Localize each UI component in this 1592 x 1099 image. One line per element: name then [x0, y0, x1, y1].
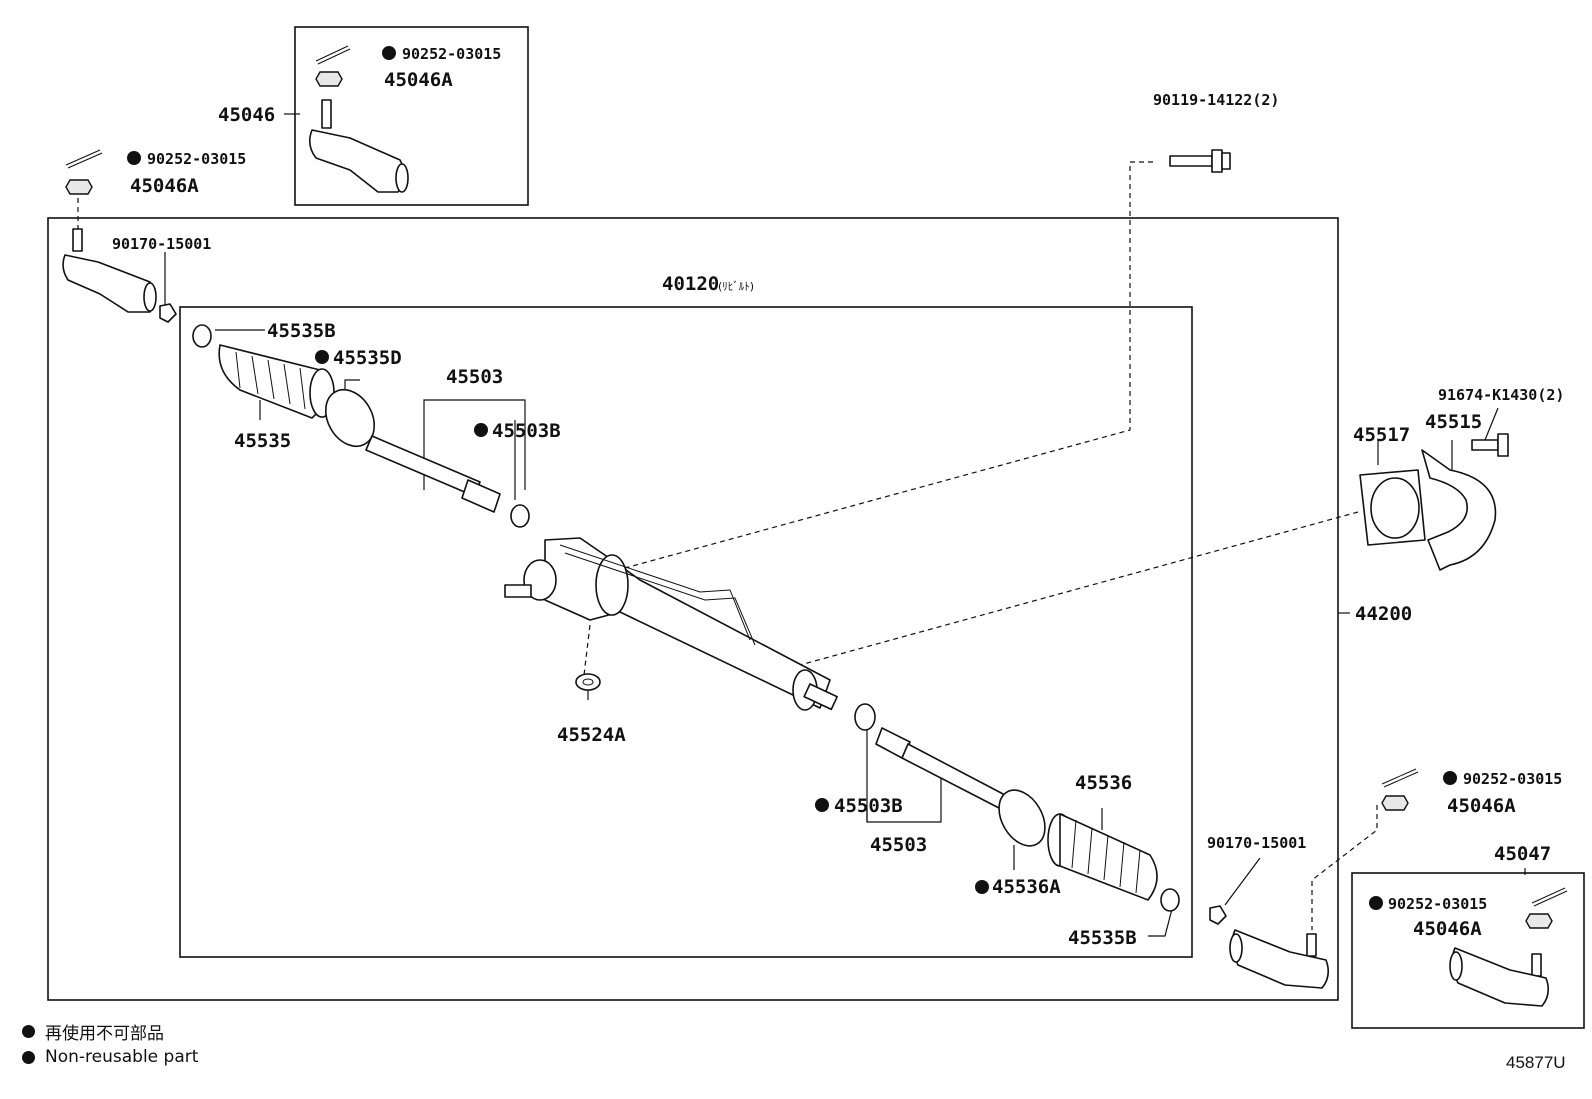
label-clip-right: 90170-15001 — [1207, 834, 1306, 852]
drawing-id: 45877U — [1506, 1053, 1566, 1072]
castle-nut-left — [65, 179, 93, 195]
assembly-frame-44200 — [47, 217, 1339, 1001]
label-bolt-bracket: 91674-K1430(2) — [1438, 386, 1564, 404]
label-nut-bottom-box: 45046A — [1413, 918, 1482, 940]
non-reusable-dots — [127, 46, 1457, 910]
label-rack-rebuilt: 40120 — [662, 273, 719, 295]
label-clip-left: 90170-15001 — [112, 235, 211, 253]
label-box-45047: 45047 — [1494, 843, 1551, 865]
clip-left-icon — [159, 303, 177, 323]
label-clamp-left: 45535B — [267, 320, 336, 342]
tie-rod-end-left — [62, 228, 157, 313]
tie-rod-left — [365, 435, 530, 528]
legend-text-jp: 再使用不可部品 — [45, 1023, 164, 1044]
label-bracket: 45515 — [1425, 411, 1482, 433]
label-clip-a: 45536A — [992, 876, 1061, 898]
label-cotter-bottom-box: 90252-03015 — [1388, 895, 1487, 913]
label-nut-left: 45046A — [130, 175, 199, 197]
label-boot-left: 45535 — [234, 430, 291, 452]
non-reusable-dot-icon — [22, 1024, 35, 1038]
tie-rod-right — [854, 703, 1006, 809]
legend-row-jp: 再使用不可部品 — [22, 1018, 198, 1044]
rack-frame-40120 — [179, 306, 1193, 958]
label-bushing: 45517 — [1353, 424, 1410, 446]
label-bolt-top: 90119-14122(2) — [1153, 91, 1279, 109]
bracket-45515 — [1421, 449, 1497, 571]
bolt-bracket — [1471, 433, 1509, 457]
cotter-pin-box-45046 — [315, 45, 351, 65]
label-clamp-right: 45535B — [1068, 927, 1137, 949]
castle-nut-right — [1381, 795, 1409, 811]
tie-rod-end-box-45046 — [308, 99, 409, 193]
guide-right-tie-end — [1311, 805, 1378, 930]
guide-bolt-top — [624, 161, 1153, 569]
legend: 再使用不可部品 Non-reusable part — [22, 1018, 198, 1070]
bushing-45517 — [1359, 469, 1426, 546]
label-ring: 45524A — [557, 724, 626, 746]
guide-bushing — [799, 511, 1359, 666]
ring-45524a — [575, 673, 601, 691]
label-tie-rod-bottom: 45503 — [870, 834, 927, 856]
label-clip-d: 45535D — [333, 347, 402, 369]
non-reusable-dot-icon — [22, 1050, 35, 1064]
label-assembly: 44200 — [1355, 603, 1412, 625]
legend-row-en: Non-reusable part — [22, 1044, 198, 1070]
label-cotter-right: 90252-03015 — [1463, 770, 1562, 788]
box-45047 — [1351, 872, 1585, 1029]
bolt-top — [1169, 149, 1231, 173]
tie-rod-end-right — [1229, 929, 1330, 989]
clip-d — [324, 388, 376, 448]
label-rack-rebuilt-note: (ﾘﾋﾞﾙﾄ) — [718, 280, 754, 293]
label-cotter-left: 90252-03015 — [147, 150, 246, 168]
cotter-pin-right — [1381, 768, 1419, 788]
guide-ring — [583, 624, 591, 676]
legend-text-en: Non-reusable part — [45, 1047, 199, 1067]
label-washer-bottom: 45503B — [834, 795, 903, 817]
castle-nut-box-45047 — [1525, 913, 1553, 929]
cotter-pin-box-45047 — [1531, 887, 1568, 907]
label-boot-right: 45536 — [1075, 772, 1132, 794]
cotter-pin-left — [65, 149, 103, 169]
label-tie-rod-top: 45503 — [446, 366, 503, 388]
castle-nut-box-45046 — [315, 71, 343, 87]
label-cotter-top-box: 90252-03015 — [402, 45, 501, 63]
clip-a — [998, 789, 1046, 847]
clamp-left — [192, 324, 212, 348]
tie-rod-end-box-45047 — [1449, 947, 1550, 1007]
boot-right — [1047, 813, 1158, 901]
label-washer-top: 45503B — [492, 420, 561, 442]
clip-right-icon — [1209, 905, 1227, 925]
label-nut-top-box: 45046A — [384, 69, 453, 91]
box-45046 — [294, 26, 529, 206]
leader-lines — [164, 113, 1526, 937]
label-box-45046: 45046 — [218, 104, 275, 126]
clamp-right — [1160, 888, 1180, 912]
rack-housing — [504, 537, 838, 711]
label-nut-right: 45046A — [1447, 795, 1516, 817]
